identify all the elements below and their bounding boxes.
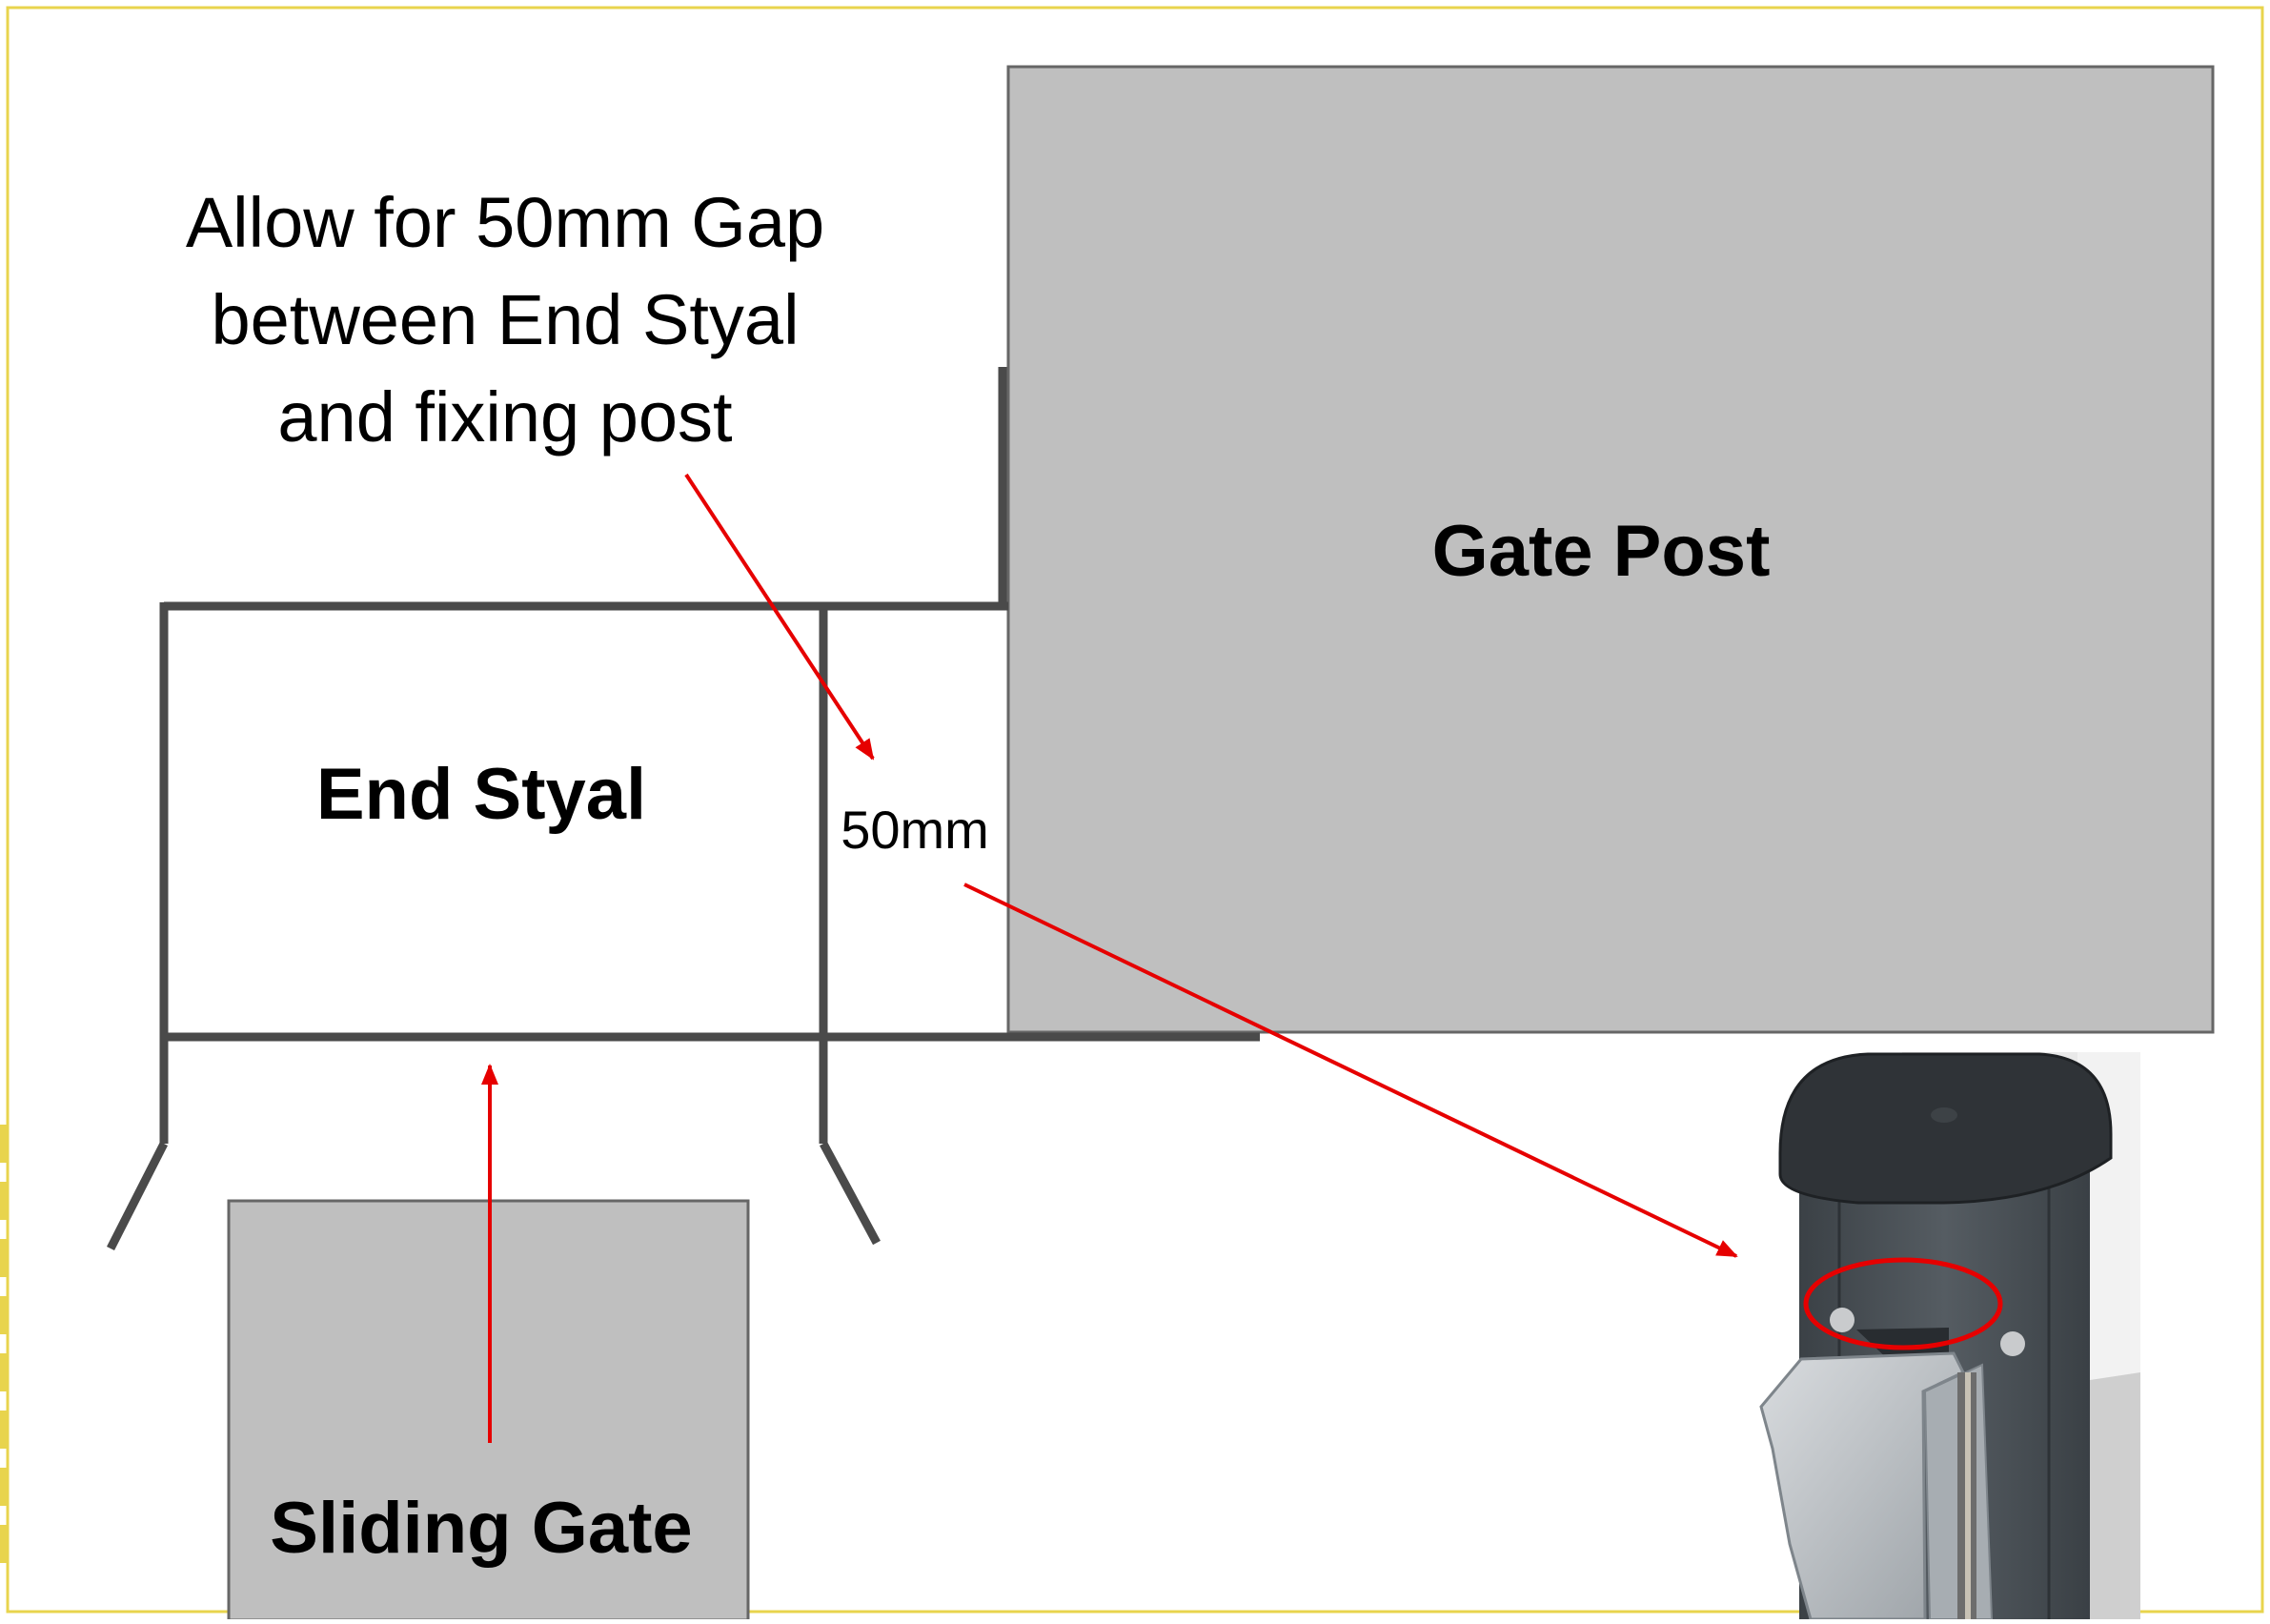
highlight-circle (1803, 1257, 2003, 1350)
note-arrow (684, 473, 875, 761)
gate-post-block (1006, 65, 2215, 1034)
page-frame (6, 6, 2264, 1614)
gate-post-label: Gate Post (1431, 511, 1771, 592)
end-styal-frame (106, 367, 1260, 1251)
gap-instruction-note: Allow for 50mm Gap between End Styal and… (114, 174, 896, 466)
post-photo (1759, 1052, 2140, 1621)
frame-edge-marks (0, 1125, 8, 1563)
note-line-2: between End Styal (211, 280, 800, 359)
end-styal-label: End Styal (315, 754, 647, 835)
gap-measurement-label: 50mm (841, 800, 989, 860)
sliding-gate-label: Sliding Gate (270, 1488, 693, 1569)
photo-arrow (963, 883, 1738, 1258)
note-line-3: and fixing post (277, 377, 733, 457)
note-line-1: Allow for 50mm Gap (185, 183, 825, 262)
